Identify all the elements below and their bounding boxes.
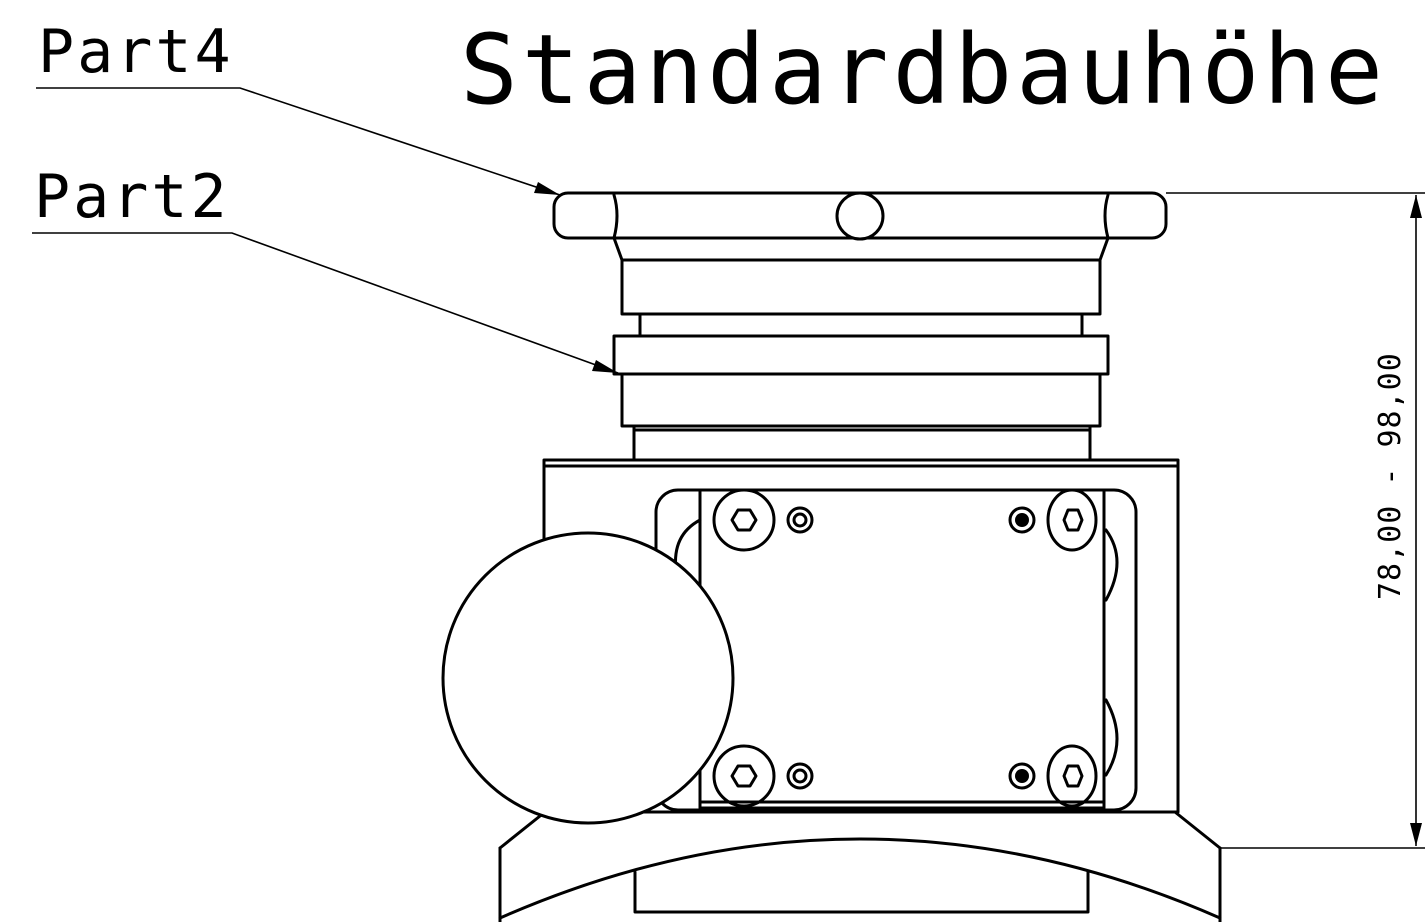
hex-socket-icon [730, 508, 758, 532]
leader-line-part2 [32, 232, 619, 374]
screw-head-bottom-right [1046, 744, 1098, 808]
dimension-arrow-down-icon [1410, 823, 1422, 846]
round-cylinder [441, 531, 735, 825]
bolt-icon [1008, 506, 1036, 534]
screw-head-top-right [1046, 488, 1098, 552]
bolt-icon [1008, 762, 1036, 790]
curved-base [498, 810, 1222, 922]
callout-part4: Part4 [36, 17, 561, 196]
height-dimension: 78,00 - 98,00 [1166, 192, 1425, 849]
leader-arrow-part2 [592, 360, 618, 373]
stack-ring-upper [620, 258, 1102, 316]
screw-head-bottom-left [712, 744, 776, 808]
dimension-arrow-up-icon [1410, 195, 1422, 218]
leader-arrow-part4 [534, 182, 560, 195]
callout-label-part2: Part2 [34, 162, 230, 232]
bolt-icon [786, 762, 814, 790]
callout-part2: Part2 [32, 162, 619, 374]
bolt-icon [786, 506, 814, 534]
part4-top-flange [552, 191, 1168, 241]
part2-flange [612, 334, 1110, 376]
callout-label-part4: Part4 [38, 17, 234, 87]
cover-inner-plate [698, 488, 1106, 810]
hex-socket-icon [730, 764, 758, 788]
stack-spacer [638, 312, 1084, 338]
leader-line-part4 [36, 87, 561, 196]
screw-head-top-left [712, 488, 776, 552]
alignment-pin [835, 191, 885, 241]
hex-socket-icon [1062, 764, 1084, 788]
dimension-text: 78,00 - 98,00 [1373, 352, 1408, 600]
drawing-title: Standardbauhöhe [460, 14, 1387, 126]
upper-stack [612, 236, 1110, 462]
part2-ring [620, 372, 1102, 428]
hex-socket-icon [1062, 508, 1084, 532]
